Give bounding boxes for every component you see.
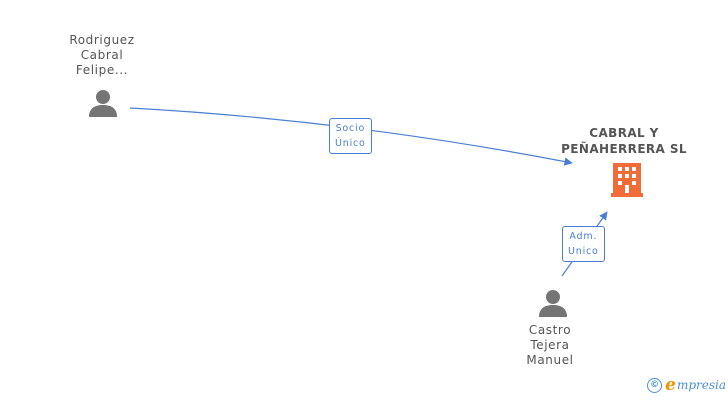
person-2-label[interactable]: Castro Tejera Manuel (526, 323, 574, 367)
person-2-icon[interactable] (538, 288, 568, 318)
edge-label-socio[interactable]: Socio Único (329, 118, 372, 154)
company-building-icon[interactable] (611, 163, 643, 197)
copyright-icon: © (647, 377, 663, 393)
empresia-logo-mark: e (665, 375, 676, 395)
company-label[interactable]: CABRAL Y PEÑAHERRERA SL (561, 126, 687, 156)
person-1-label[interactable]: Rodriguez Cabral Felipe... (69, 33, 135, 77)
empresia-logo-text: mpresia (676, 378, 726, 392)
empresia-footer[interactable]: © e mpresia (647, 376, 726, 394)
person-1-icon[interactable] (88, 88, 118, 118)
edge-label-adm[interactable]: Adm. Unico (562, 226, 605, 262)
